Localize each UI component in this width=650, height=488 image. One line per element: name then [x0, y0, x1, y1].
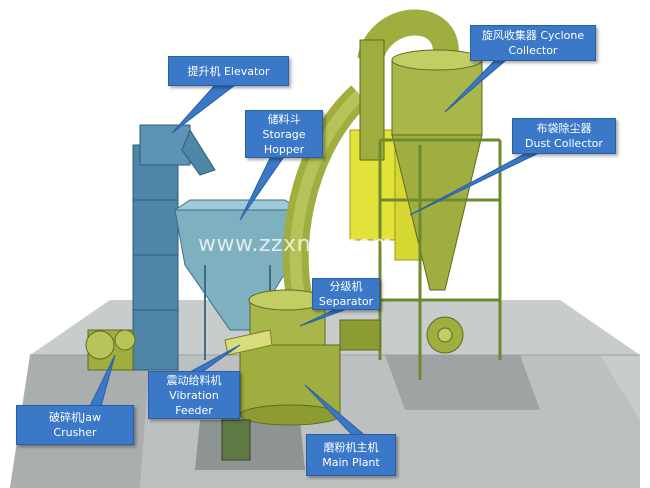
callout-jaw-crusher-line1: 破碎机Jaw [49, 411, 101, 424]
callout-elevator: 提升机 Elevator [168, 56, 289, 86]
callout-storage-hopper-en1: Storage [262, 127, 306, 141]
callout-jaw-crusher-line2: Crusher [53, 426, 97, 439]
air-ducts [282, 9, 459, 303]
callout-cyclone-collector-line2: Collector [508, 44, 558, 57]
callout-dust-collector: 布袋除尘器 Dust Collector [512, 118, 616, 154]
callout-dust-collector-en: Dust Collector [525, 137, 603, 150]
callout-elevator-text: 提升机 Elevator [187, 64, 270, 78]
cyclone-collector [391, 49, 483, 291]
main-mill [239, 289, 381, 426]
callout-main-plant: 磨粉机主机 Main Plant [306, 434, 396, 476]
vibration-feeder-unit [224, 329, 273, 356]
callout-vibration-feeder-cn: 震动给料机 [166, 373, 222, 387]
callout-vibration-feeder: 震动给料机 Vibration Feeder [148, 371, 240, 419]
callout-main-plant-en: Main Plant [322, 456, 380, 469]
callout-storage-hopper-cn: 储料斗 [267, 112, 301, 126]
callout-dust-collector-cn: 布袋除尘器 [536, 122, 592, 135]
callout-cyclone-collector: 旋风收集器 Cyclone Collector [470, 25, 596, 61]
watermark-text: www.zzxnzb.com [198, 232, 394, 257]
callout-separator: 分级机 Separator [312, 278, 380, 310]
callout-cyclone-collector-line1: 旋风收集器 Cyclone [481, 29, 585, 42]
callout-vibration-feeder-en2: Feeder [175, 403, 213, 417]
callout-separator-en: Separator [318, 295, 374, 308]
jaw-crusher [85, 329, 136, 371]
callout-storage-hopper-en2: Hopper [263, 142, 305, 156]
steel-frame [378, 138, 502, 380]
callout-main-plant-cn: 磨粉机主机 [323, 441, 379, 454]
callout-pointers [87, 54, 546, 439]
drive-motor [221, 419, 251, 461]
callout-separator-cn: 分级机 [329, 280, 363, 293]
callout-jaw-crusher: 破碎机Jaw Crusher [16, 405, 134, 445]
callout-storage-hopper: 储料斗 Storage Hopper [245, 110, 323, 158]
blower-fan [426, 316, 464, 354]
bucket-elevator [132, 124, 216, 371]
callout-vibration-feeder-en1: Vibration [169, 388, 219, 402]
